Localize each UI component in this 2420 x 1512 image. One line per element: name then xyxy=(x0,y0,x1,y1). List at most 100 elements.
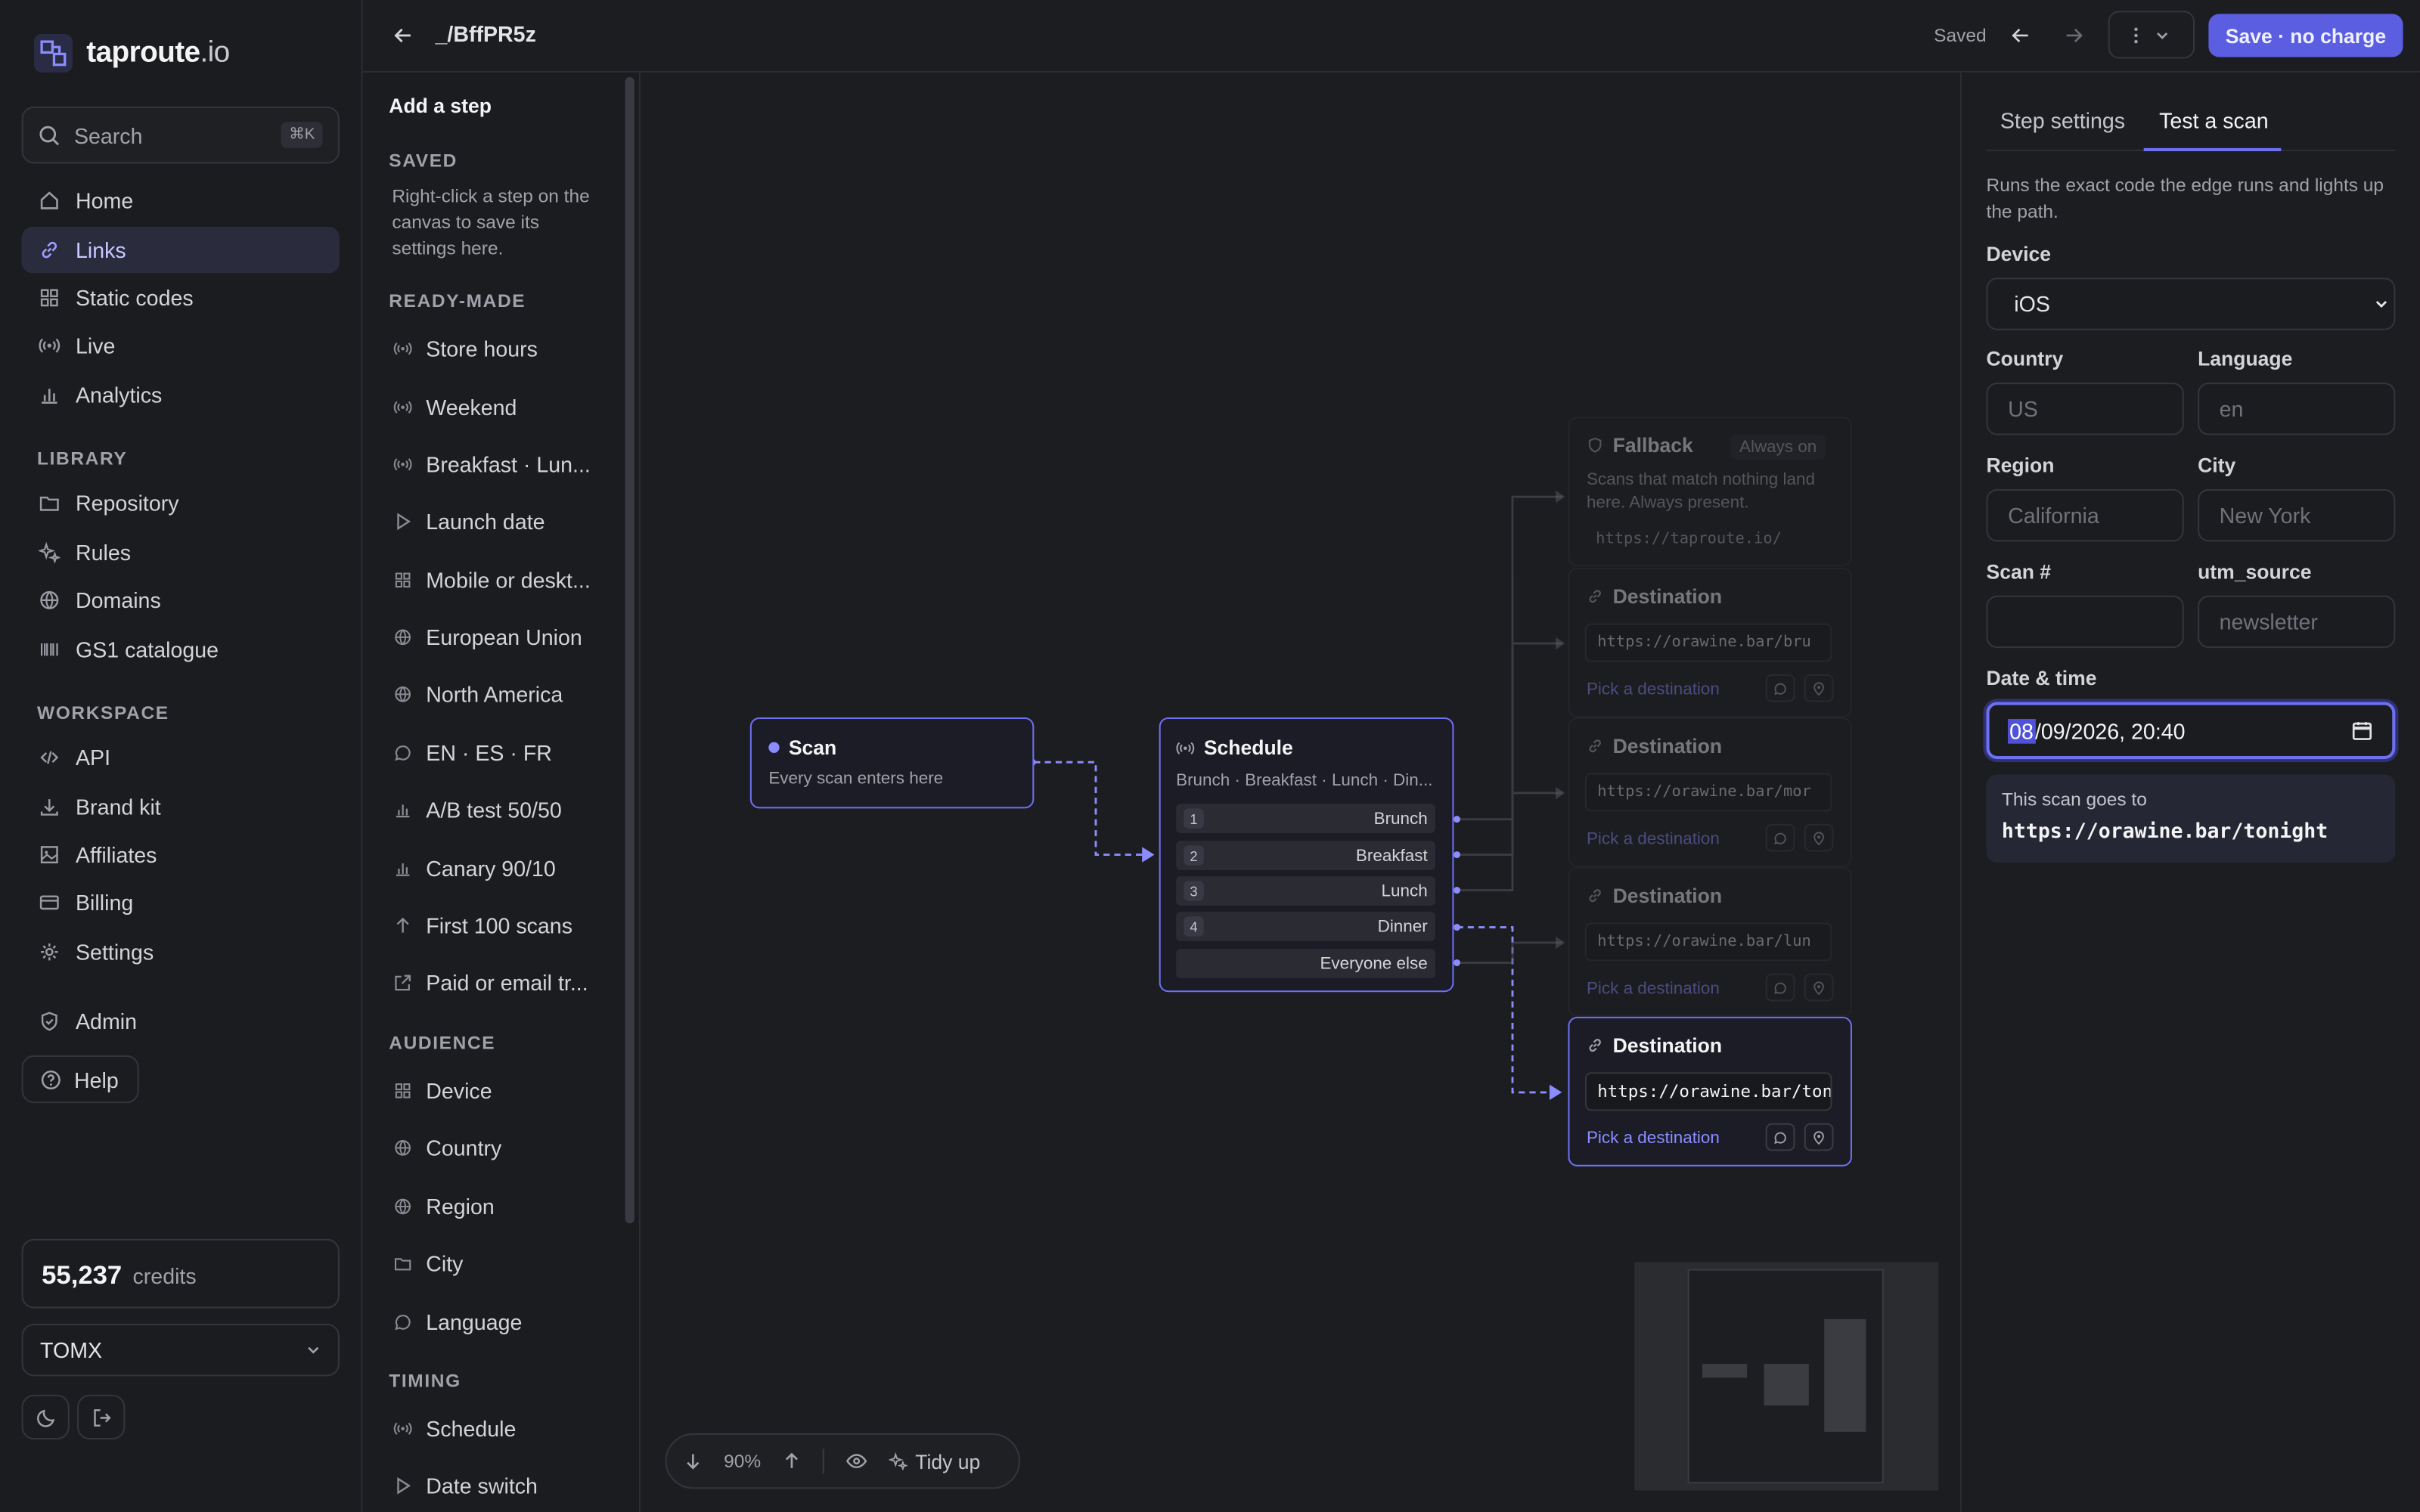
redo-button[interactable] xyxy=(2064,25,2086,47)
nav-item-rules[interactable]: Rules xyxy=(22,529,340,575)
calendar-icon[interactable] xyxy=(2352,720,2372,741)
date-day-segment[interactable]: 08 xyxy=(2008,717,2035,743)
device-select[interactable]: iOS xyxy=(1986,277,2396,330)
nav-item-billing[interactable]: Billing xyxy=(22,879,340,925)
step-item-store-hours[interactable]: Store hours xyxy=(393,336,538,361)
scan-node[interactable]: Scan Every scan enters here xyxy=(749,717,1035,809)
back-button[interactable] xyxy=(392,25,414,47)
step-item-country[interactable]: Country xyxy=(393,1136,501,1160)
nav-item-admin[interactable]: Admin xyxy=(22,998,340,1044)
canvas-minimap[interactable] xyxy=(1634,1262,1939,1491)
more-menu-button[interactable] xyxy=(2108,11,2195,59)
step-item-paid-or-email[interactable]: Paid or email tr... xyxy=(393,971,588,995)
country-input[interactable]: US xyxy=(1986,383,2184,435)
step-item-languages[interactable]: EN · ES · FR xyxy=(393,741,552,765)
step-item-canary[interactable]: Canary 90/10 xyxy=(393,857,556,881)
location-button[interactable] xyxy=(1804,973,1834,1002)
pick-destination-link[interactable]: Pick a destination xyxy=(1586,680,1720,699)
tidy-up-button[interactable]: Tidy up xyxy=(889,1449,980,1473)
nav-item-settings[interactable]: Settings xyxy=(22,929,340,975)
step-item-weekend[interactable]: Weekend xyxy=(393,395,517,420)
destination-url-input[interactable]: https://orawine.bar/ton xyxy=(1584,1072,1832,1111)
step-label: A/B test 50/50 xyxy=(426,798,562,823)
folder-icon xyxy=(37,491,60,515)
step-item-mobile-or-desktop[interactable]: Mobile or deskt... xyxy=(393,568,591,593)
step-item-north-america[interactable]: North America xyxy=(393,682,563,707)
step-item-european-union[interactable]: European Union xyxy=(393,624,582,650)
tab-step-settings[interactable]: Step settings xyxy=(2000,107,2126,133)
help-icon xyxy=(40,1068,62,1090)
theme-toggle-button[interactable] xyxy=(21,1394,70,1440)
step-label: Launch date xyxy=(426,509,545,534)
nav-item-live[interactable]: Live xyxy=(22,323,340,369)
step-item-device[interactable]: Device xyxy=(393,1079,492,1103)
comment-button[interactable] xyxy=(1765,674,1795,702)
branch-number: 1 xyxy=(1184,808,1204,829)
destination-url-input[interactable]: https://orawine.bar/bru xyxy=(1584,623,1832,662)
download-icon xyxy=(37,795,60,819)
scan-number-input[interactable] xyxy=(1986,595,2184,649)
tab-test-a-scan[interactable]: Test a scan xyxy=(2159,107,2269,133)
date-time-input[interactable]: 08/09/2026, 20:40 xyxy=(1986,702,2396,760)
nav-item-links[interactable]: Links xyxy=(21,226,340,274)
utm-source-input[interactable]: newsletter xyxy=(2198,595,2396,649)
nav-item-affiliates[interactable]: Affiliates xyxy=(22,832,340,878)
city-input[interactable]: New York xyxy=(2198,488,2396,542)
nav-item-home[interactable]: Home xyxy=(22,178,340,224)
region-input[interactable]: California xyxy=(1986,488,2184,542)
step-item-date-switch[interactable]: Date switch xyxy=(393,1473,538,1498)
nav-item-repository[interactable]: Repository xyxy=(22,480,340,526)
region-label: Region xyxy=(1986,453,2055,477)
comment-button[interactable] xyxy=(1765,1123,1795,1151)
zoom-out-button[interactable] xyxy=(684,1452,702,1470)
logout-button[interactable] xyxy=(77,1394,126,1440)
step-item-first-100-scans[interactable]: First 100 scans xyxy=(393,913,572,938)
destination-node[interactable]: Destination https://orawine.bar/lun Pick… xyxy=(1568,866,1852,1017)
help-button[interactable]: Help xyxy=(21,1055,139,1104)
step-item-ab-test[interactable]: A/B test 50/50 xyxy=(393,798,562,823)
location-button[interactable] xyxy=(1804,674,1834,702)
schedule-branch-row[interactable]: Everyone else xyxy=(1176,949,1435,978)
fallback-node[interactable]: Fallback Always on Scans that match noth… xyxy=(1568,417,1852,566)
location-button[interactable] xyxy=(1804,823,1834,852)
step-label: European Union xyxy=(426,624,582,650)
save-button[interactable]: Save · no charge xyxy=(2208,14,2403,57)
nav-item-gs1-catalogue[interactable]: GS1 catalogue xyxy=(22,627,340,673)
step-item-region[interactable]: Region xyxy=(393,1194,495,1219)
search-input[interactable]: Search ⌘K xyxy=(21,106,340,164)
step-item-city[interactable]: City xyxy=(393,1251,463,1276)
undo-button[interactable] xyxy=(2009,25,2031,47)
pick-destination-link[interactable]: Pick a destination xyxy=(1586,979,1720,999)
destination-url-input[interactable]: https://orawine.bar/lun xyxy=(1584,922,1832,962)
pick-destination-link[interactable]: Pick a destination xyxy=(1586,829,1720,849)
steps-scrollbar[interactable] xyxy=(625,77,634,1224)
step-item-language[interactable]: Language xyxy=(393,1310,522,1334)
pick-destination-link[interactable]: Pick a destination xyxy=(1586,1129,1720,1148)
team-switcher[interactable]: TOMX xyxy=(21,1324,340,1377)
nav-item-analytics[interactable]: Analytics xyxy=(22,372,340,418)
nav-item-domains[interactable]: Domains xyxy=(22,577,340,623)
destination-url-input[interactable]: https://orawine.bar/mor xyxy=(1584,773,1832,812)
nav-item-brand-kit[interactable]: Brand kit xyxy=(22,784,340,830)
location-button[interactable] xyxy=(1804,1123,1834,1151)
nav-item-static-codes[interactable]: Static codes xyxy=(22,274,340,321)
language-input[interactable]: en xyxy=(2198,383,2396,435)
step-item-launch-date[interactable]: Launch date xyxy=(393,509,545,534)
destination-node[interactable]: Destination https://orawine.bar/bru Pick… xyxy=(1568,568,1852,717)
comment-button[interactable] xyxy=(1765,973,1795,1002)
destination-node-active[interactable]: Destination https://orawine.bar/ton Pick… xyxy=(1568,1016,1852,1167)
shield-icon xyxy=(37,1010,60,1033)
destination-node[interactable]: Destination https://orawine.bar/mor Pick… xyxy=(1568,717,1852,867)
zoom-in-button[interactable] xyxy=(783,1452,801,1470)
step-item-schedule[interactable]: Schedule xyxy=(393,1416,516,1441)
brand-logo[interactable]: taproute.io xyxy=(33,33,230,73)
comment-button[interactable] xyxy=(1765,823,1795,852)
nav-item-api[interactable]: API xyxy=(22,734,340,780)
branch-number: 3 xyxy=(1184,881,1204,901)
step-item-breakfast-lunch[interactable]: Breakfast · Lun... xyxy=(393,452,591,477)
eye-icon[interactable] xyxy=(845,1452,867,1470)
